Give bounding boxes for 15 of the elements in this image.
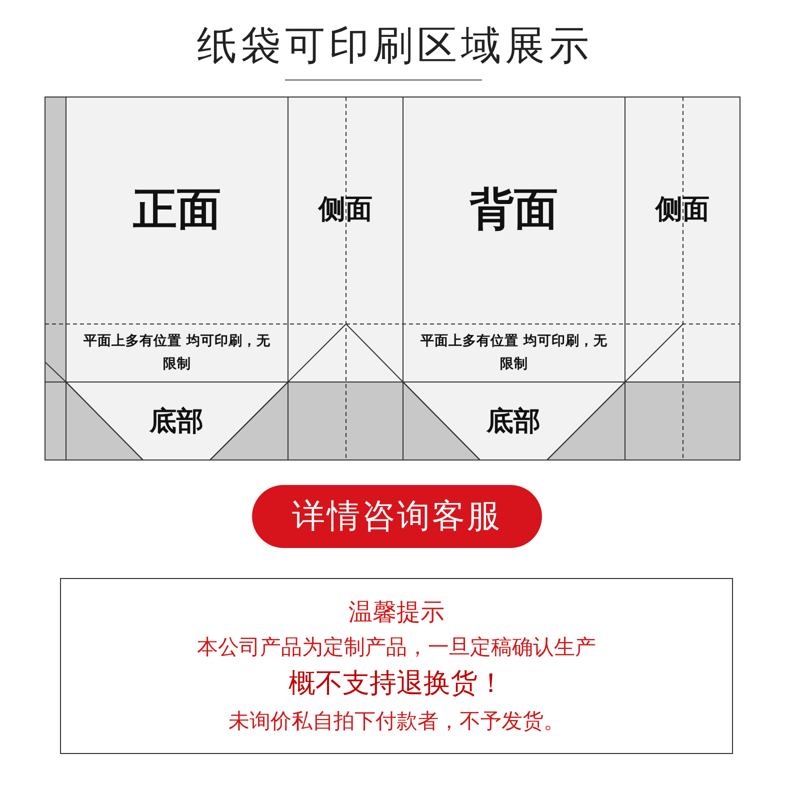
contact-button: 详情咨询客服 [252, 485, 542, 548]
panel-label: 底部 [150, 406, 204, 438]
page-title: 纸袋可印刷区域展示 [196, 22, 594, 71]
notice-text: 温馨提示 [348, 598, 444, 628]
panel-label: 侧面 [318, 194, 372, 227]
panel-label: 正面 [133, 184, 221, 237]
panel-label: 侧面 [656, 194, 710, 227]
note-text: 平面上多有位置 均可印刷，无限制 [420, 332, 608, 374]
notice-text: 未询价私自拍下付款者，不予发货。 [228, 708, 564, 734]
notice-text: 本公司产品为定制产品，一旦定稿确认生产 [197, 635, 596, 660]
notice-text: 概不支持退换货！ [288, 668, 504, 701]
panel-label: 背面 [470, 184, 558, 237]
note-text: 平面上多有位置 均可印刷，无限制 [82, 332, 272, 374]
panel-label: 底部 [486, 406, 540, 438]
notice-box [60, 578, 733, 754]
